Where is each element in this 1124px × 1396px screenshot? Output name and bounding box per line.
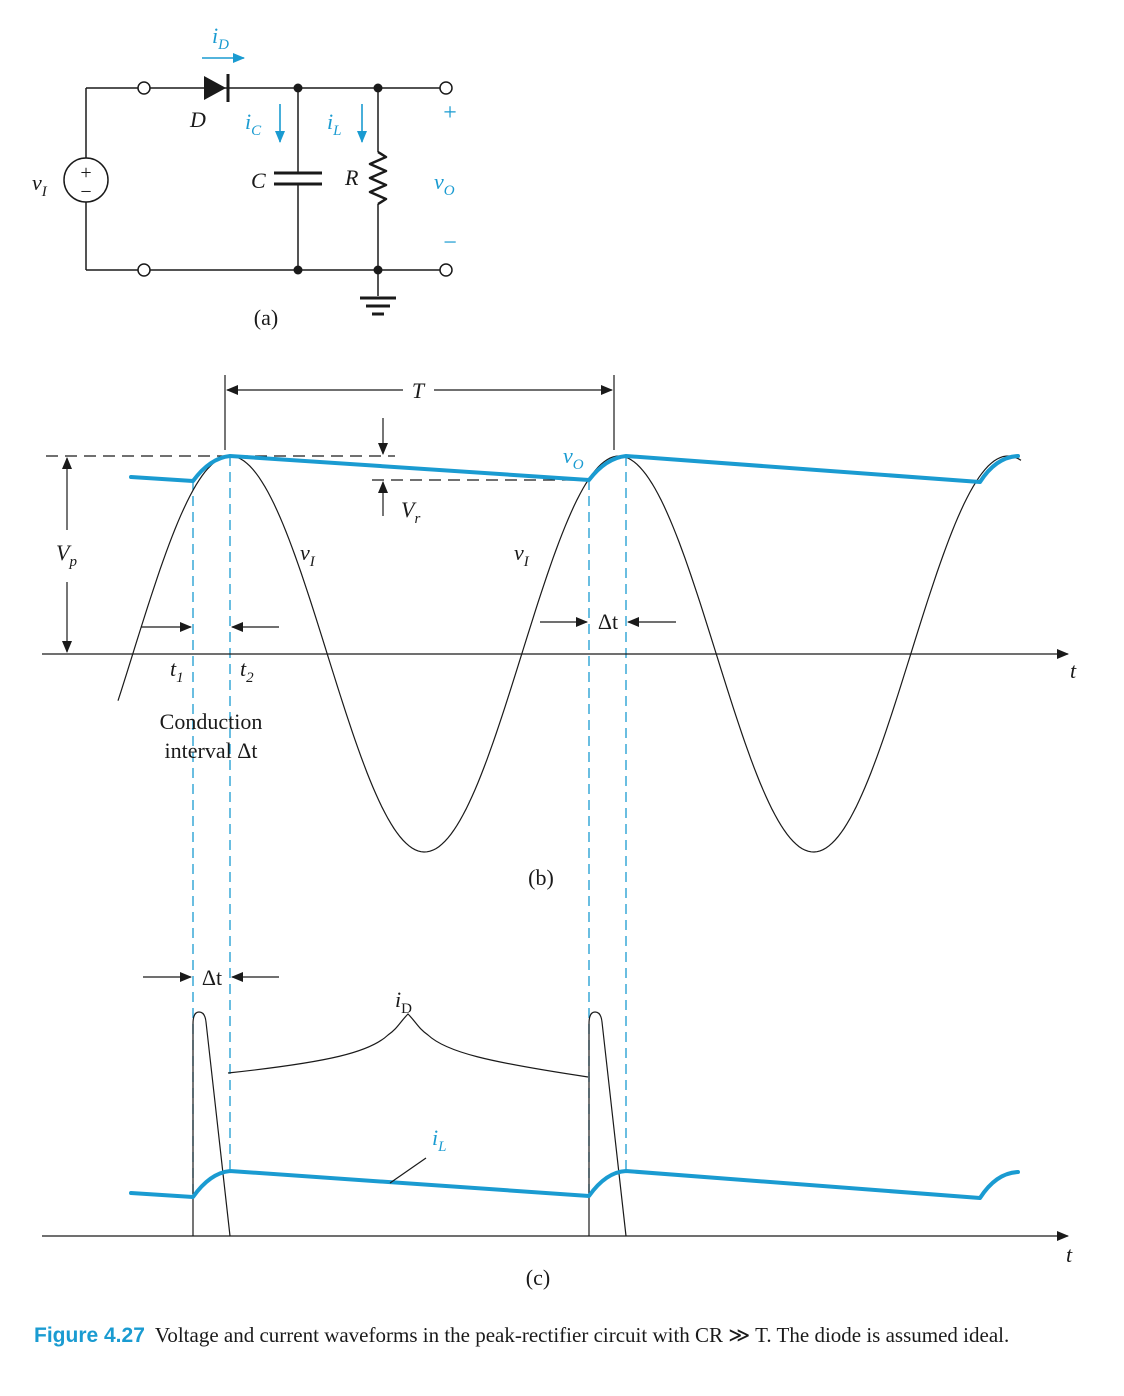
output-plus: + (443, 100, 457, 126)
time-axis-label-c: t (1066, 1242, 1073, 1267)
load-current-curve (129, 1169, 1020, 1200)
il-label: iL (432, 1125, 446, 1155)
part-label-a: (a) (254, 305, 278, 330)
part-label-b: (b) (528, 865, 554, 890)
input-voltage-curve (117, 455, 1022, 853)
voltage-waveforms: t T Vr Vp vO vI vI t1 t2 Δt Conducti (42, 375, 1077, 1195)
delta-label-b: Δt (598, 609, 618, 634)
conduction-text-2: interval Δt (165, 738, 258, 763)
diode-current-label: iD (212, 23, 229, 53)
t2-label: t2 (240, 656, 254, 686)
resistor (368, 150, 388, 206)
output-voltage-label: vO (434, 169, 455, 199)
part-label-c: (c) (526, 1265, 550, 1290)
caption-text: Voltage and current waveforms in the pea… (154, 1323, 1010, 1347)
input-terminal-top (137, 81, 151, 95)
source-plus: + (80, 162, 91, 184)
time-axis-label-b: t (1070, 658, 1077, 683)
current-waveforms: t Δt iD iL (c) (42, 965, 1073, 1290)
id-brace (227, 1013, 589, 1078)
resistor-label: R (344, 165, 359, 190)
input-terminal-bottom (137, 263, 151, 277)
diode (204, 74, 230, 102)
delta-label-c: Δt (202, 965, 222, 990)
vi-curve-label-2: vI (514, 540, 530, 570)
output-terminal-top (439, 81, 453, 95)
cap-current-label: iC (245, 109, 262, 139)
il-pointer (389, 1157, 427, 1184)
diode-label: D (189, 107, 206, 132)
t1-label: t1 (170, 656, 184, 686)
junction-node (293, 265, 303, 275)
vo-curve-label: vO (563, 443, 584, 473)
vi-curve-label-1: vI (300, 540, 316, 570)
figure-number: Figure 4.27 (34, 1324, 145, 1347)
output-minus: − (443, 230, 457, 256)
diode-current-pulse-2 (588, 1011, 627, 1237)
output-voltage-curve (129, 454, 1020, 484)
period-label: T (412, 378, 426, 403)
output-terminal-bottom (439, 263, 453, 277)
diode-current-pulse-1 (192, 1011, 231, 1237)
peak-voltage-label: Vp (56, 540, 77, 570)
id-label: iD (395, 987, 412, 1017)
source-label: vI (32, 170, 48, 200)
circuit-diagram: + − vI D iD C iC R iL (32, 23, 457, 330)
conduction-text-1: Conduction (160, 709, 263, 734)
capacitor-label: C (251, 168, 266, 193)
ripple-label: Vr (401, 497, 420, 527)
source-minus: − (80, 181, 91, 203)
figure-caption: Figure 4.27 Voltage and current waveforms… (34, 1322, 1094, 1349)
ground-symbol (360, 270, 396, 316)
load-current-label: iL (327, 109, 341, 139)
voltage-source: + − (63, 88, 109, 270)
